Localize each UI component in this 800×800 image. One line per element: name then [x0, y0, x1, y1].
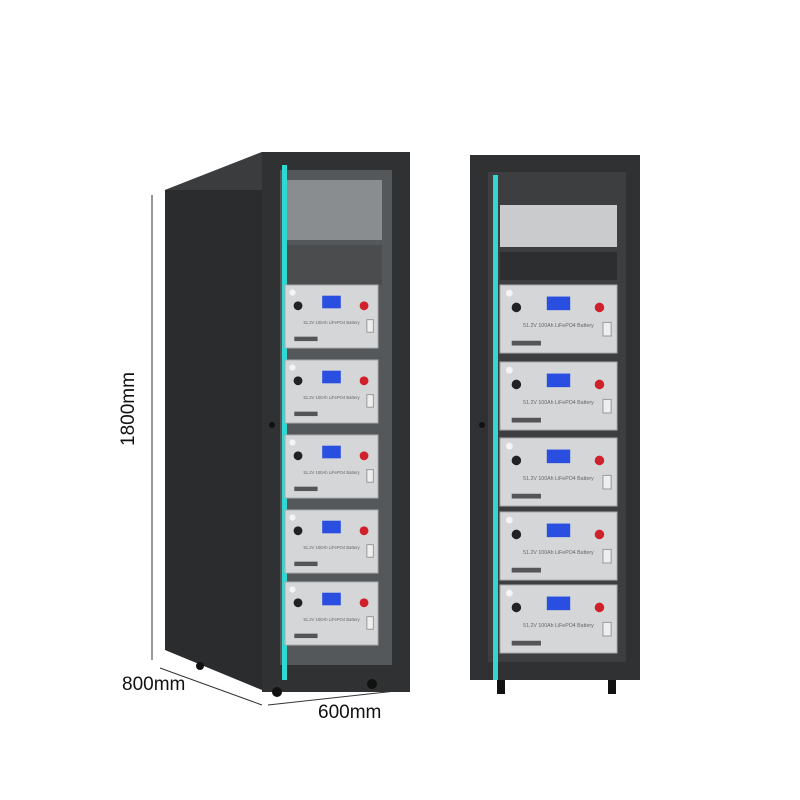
power-button — [505, 366, 513, 374]
lcd-display — [546, 296, 571, 311]
caster-wheel — [367, 679, 377, 689]
power-button — [289, 364, 296, 371]
breaker-switch — [366, 544, 374, 558]
module-label: 51.2V 100Ah LiFePO4 Battery — [523, 400, 594, 406]
positive-terminal — [359, 301, 369, 311]
module-label: 51.2V 100Ah LiFePO4 Battery — [303, 470, 360, 475]
battery-module: 51.2V 100Ah LiFePO4 Battery — [499, 284, 618, 354]
breaker-switch — [366, 394, 374, 408]
breaker-switch — [602, 621, 612, 637]
height-dimension: 1800mm — [117, 372, 139, 446]
battery-module: 51.2V 100Ah LiFePO4 Battery — [284, 581, 379, 646]
top-panel — [500, 205, 617, 247]
module-label: 51.2V 100Ah LiFePO4 Battery — [303, 395, 360, 400]
breaker-switch — [602, 548, 612, 564]
negative-terminal — [293, 376, 303, 386]
caster-wheel — [196, 662, 204, 670]
battery-module: 51.2V 100Ah LiFePO4 Battery — [284, 359, 379, 424]
power-button — [289, 439, 296, 446]
lcd-display — [546, 373, 571, 388]
caster-wheel — [497, 680, 505, 694]
depth-dimension: 800mm — [122, 674, 186, 695]
positive-terminal — [594, 302, 605, 313]
battery-module: 51.2V 100Ah LiFePO4 Battery — [284, 434, 379, 499]
positive-terminal — [594, 529, 605, 540]
door-handle — [269, 422, 275, 428]
port-row — [294, 411, 318, 417]
power-button — [505, 589, 513, 597]
caster-wheel — [608, 680, 616, 694]
negative-terminal — [511, 529, 522, 540]
port-row — [294, 561, 318, 567]
dimension-lines — [151, 195, 406, 706]
module-label: 51.2V 100Ah LiFePO4 Battery — [523, 623, 594, 629]
negative-terminal — [511, 302, 522, 313]
battery-module: 51.2V 100Ah LiFePO4 Battery — [284, 284, 379, 349]
port-row — [511, 493, 541, 499]
power-button — [505, 516, 513, 524]
battery-module: 51.2V 100Ah LiFePO4 Battery — [499, 511, 618, 581]
module-label: 51.2V 100Ah LiFePO4 Battery — [303, 320, 360, 325]
negative-terminal — [511, 455, 522, 466]
negative-terminal — [293, 301, 303, 311]
battery-module: 51.2V 100Ah LiFePO4 Battery — [499, 361, 618, 431]
positive-terminal — [359, 598, 369, 608]
lcd-display — [322, 445, 341, 459]
port-row — [511, 640, 541, 646]
lcd-display — [322, 295, 341, 309]
power-button — [505, 289, 513, 297]
power-button — [289, 514, 296, 521]
module-label: 51.2V 100Ah LiFePO4 Battery — [523, 323, 594, 329]
door-handle — [479, 422, 485, 428]
port-row — [294, 486, 318, 492]
lcd-display — [322, 520, 341, 534]
accent-strip — [493, 175, 498, 680]
negative-terminal — [293, 598, 303, 608]
battery-module: 51.2V 100Ah LiFePO4 Battery — [284, 509, 379, 574]
port-row — [511, 340, 541, 346]
negative-terminal — [511, 602, 522, 613]
negative-terminal — [293, 526, 303, 536]
caster-wheel — [272, 687, 282, 697]
power-button — [289, 586, 296, 593]
breaker-switch — [602, 474, 612, 490]
battery-module: 51.2V 100Ah LiFePO4 Battery — [499, 584, 618, 654]
module-label: 51.2V 100Ah LiFePO4 Battery — [303, 545, 360, 550]
lcd-display — [322, 370, 341, 384]
module-label: 51.2V 100Ah LiFePO4 Battery — [523, 476, 594, 482]
lcd-display — [546, 596, 571, 611]
negative-terminal — [511, 379, 522, 390]
lcd-display — [322, 592, 341, 606]
lcd-display — [546, 449, 571, 464]
port-row — [294, 336, 318, 342]
breaker-switch — [366, 616, 374, 630]
lcd-display — [546, 523, 571, 538]
positive-terminal — [359, 451, 369, 461]
port-row — [511, 417, 541, 423]
battery-module: 51.2V 100Ah LiFePO4 Battery — [499, 437, 618, 507]
positive-terminal — [594, 455, 605, 466]
power-button — [289, 289, 296, 296]
port-row — [511, 567, 541, 573]
power-button — [505, 442, 513, 450]
breaker-switch — [602, 398, 612, 414]
module-label: 51.2V 100Ah LiFePO4 Battery — [523, 550, 594, 556]
positive-terminal — [359, 526, 369, 536]
breaker-switch — [366, 319, 374, 333]
width-dimension: 600mm — [318, 702, 382, 723]
breaker-switch — [366, 469, 374, 483]
positive-terminal — [594, 602, 605, 613]
port-row — [294, 633, 318, 639]
positive-terminal — [359, 376, 369, 386]
module-label: 51.2V 100Ah LiFePO4 Battery — [303, 617, 360, 622]
cabinet-side-panel — [165, 152, 262, 690]
breaker-switch — [602, 321, 612, 337]
negative-terminal — [293, 451, 303, 461]
positive-terminal — [594, 379, 605, 390]
fan-panel — [282, 180, 382, 240]
